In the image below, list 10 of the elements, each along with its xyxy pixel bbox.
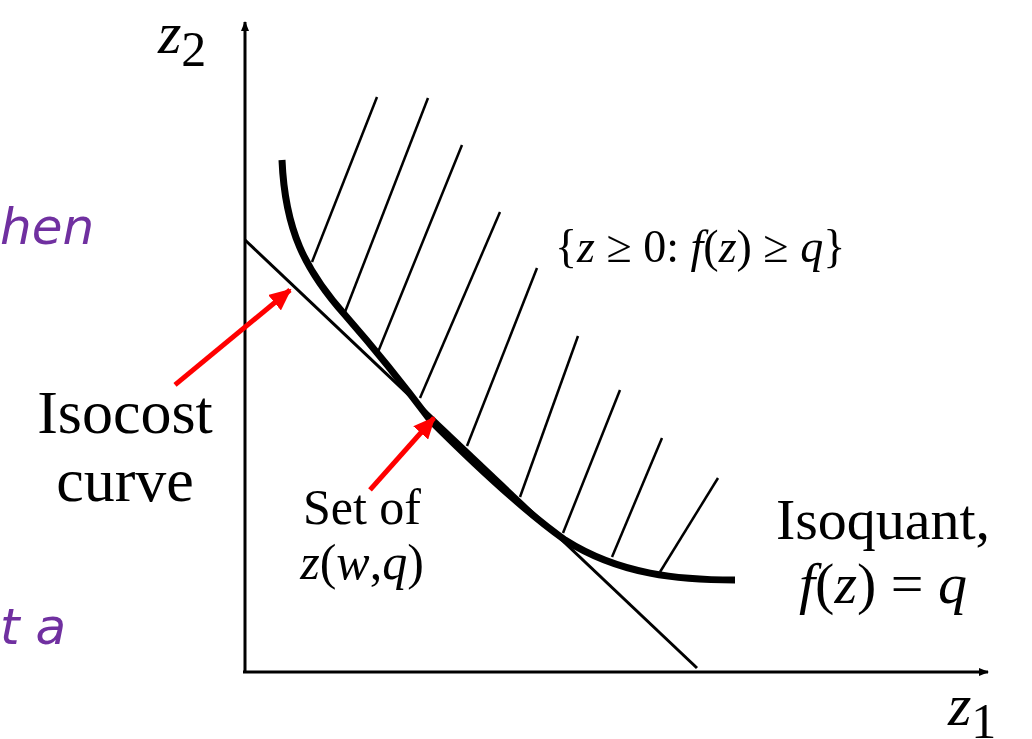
callout-label: Isocost curve xyxy=(0,378,250,515)
set-label: {z ≥ 0: f(z) ≥ q} xyxy=(555,222,846,273)
curve-label: Isoquant, f(z) = q xyxy=(774,488,992,616)
text-fragment: hen xyxy=(0,200,95,255)
leader-line xyxy=(368,416,436,492)
axis-label: z$_{2}$ xyxy=(158,0,207,77)
text-fragment: t a xyxy=(0,600,67,655)
axis-label: z$_{1}$ xyxy=(948,672,997,739)
leader-line xyxy=(173,288,292,387)
callout-label: Set of z(w,q) xyxy=(262,480,462,590)
